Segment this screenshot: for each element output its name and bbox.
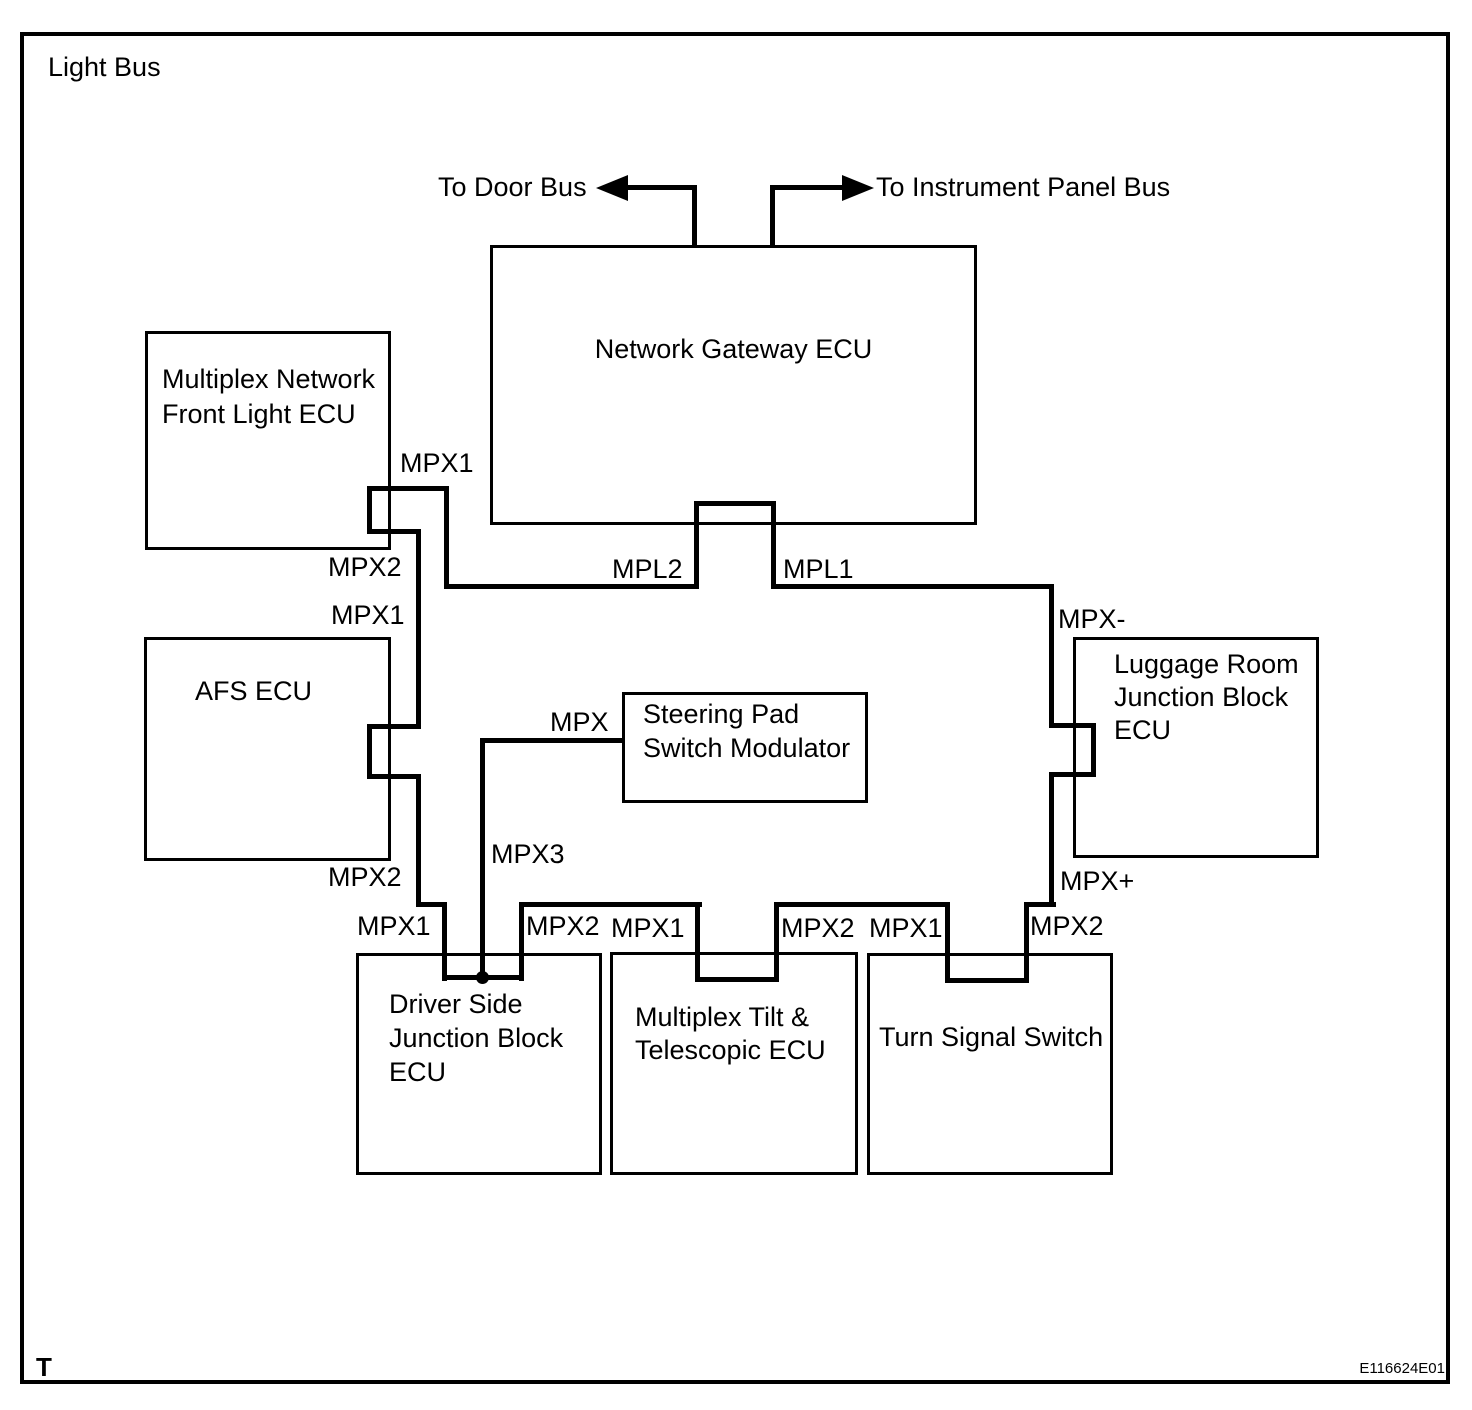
wire-mpl2-bus [444, 584, 699, 589]
wire-jog-left-h [416, 902, 447, 907]
diagram-border [20, 32, 1450, 1384]
wire-mpx2-driver-v [519, 902, 524, 981]
wire-mpl2-drop [694, 501, 699, 589]
wire-mpx1-turn-v [945, 902, 950, 983]
mpx1-tilt-label: MPX1 [611, 913, 685, 943]
box-label-network-gateway: Network Gateway ECU [594, 334, 873, 364]
wire-afs-notch-top [367, 724, 421, 729]
mpx1-turn-label: MPX1 [869, 913, 943, 943]
door-bus-label: To Door Bus [438, 172, 587, 202]
box-tilt-telescopic-ecu: Multiplex Tilt & Telescopic ECU [610, 952, 858, 1175]
box-label-front-light: Multiplex Network Front Light ECU [162, 364, 376, 429]
wire-afs-notch-bottom [367, 774, 421, 779]
wire-luggage-notch-bottom [1049, 772, 1096, 777]
wire-mpx-minus-v [1049, 584, 1054, 728]
mpl1-label: MPL1 [783, 554, 854, 584]
wire-luggage-notch-top [1049, 723, 1096, 728]
mpx-minus-label: MPX- [1058, 604, 1126, 634]
mpx-steering-label: MPX [550, 707, 609, 737]
box-network-gateway-ecu: Network Gateway ECU [490, 245, 977, 525]
wire-afs-notch-left [367, 724, 372, 779]
wire-mpx1-front-h [367, 486, 449, 491]
mpx1-driver-label: MPX1 [357, 911, 431, 941]
box-luggage-room-ecu: Luggage Room Junction Block ECU [1073, 637, 1319, 858]
wire-door-bus-v [692, 185, 697, 248]
box-steering-pad-modulator: Steering Pad Switch Modulator [622, 692, 868, 803]
wire-gateway-notch-top [694, 501, 776, 506]
footer-drawing-code: E116624E01 [1359, 1360, 1445, 1377]
mpx1-afs-label: MPX1 [331, 600, 405, 630]
wire-jog-right-h [1024, 902, 1056, 907]
wire-instrument-bus-h [773, 185, 845, 190]
box-label-tilt-telescopic: Multiplex Tilt & Telescopic ECU [635, 1002, 826, 1065]
box-label-afs: AFS ECU [195, 676, 313, 706]
wire-tilt-internal-h [695, 977, 779, 982]
wire-mpx1-tilt-v [695, 902, 700, 982]
box-label-turn-signal: Turn Signal Switch [879, 1022, 1104, 1052]
wire-frontlight-notch-left [367, 486, 372, 534]
wire-luggage-notch-right [1091, 723, 1096, 777]
box-driver-side-ecu: Driver Side Junction Block ECU [356, 953, 602, 1175]
mpx2-driver-label: MPX2 [526, 911, 600, 941]
box-label-luggage-room: Luggage Room Junction Block ECU [1114, 649, 1299, 745]
mpx-plus-label: MPX+ [1060, 866, 1135, 896]
wire-mpx2-turn-v [1024, 902, 1029, 983]
mpx2-front-label: MPX2 [328, 552, 402, 582]
wire-mpx1-front-v [444, 486, 449, 589]
wire-mpl1-drop [771, 501, 776, 589]
wire-door-bus-h [627, 185, 697, 190]
wire-mpl1-bus [771, 584, 1054, 589]
wire-mpx-steering-h [480, 738, 622, 743]
box-label-steering-pad: Steering Pad Switch Modulator [643, 699, 851, 763]
box-afs-ecu: AFS ECU [144, 637, 391, 861]
footer-reference-letter: T [36, 1352, 52, 1382]
mpx2-turn-label: MPX2 [1030, 911, 1104, 941]
mpl2-label: MPL2 [612, 554, 683, 584]
wire-bus-tilt-turn [774, 902, 950, 907]
junction-dot [476, 971, 489, 984]
wire-bus-driver-tilt [519, 902, 702, 907]
wire-mpx2-afs-v [416, 774, 421, 907]
wire-mpx1-driver-v [442, 902, 447, 981]
arrow-left-icon [596, 175, 628, 201]
wire-mpx-plus-v [1049, 774, 1054, 907]
mpx2-afs-label: MPX2 [328, 862, 402, 892]
instrument-panel-bus-label: To Instrument Panel Bus [876, 172, 1171, 202]
mpx3-label: MPX3 [491, 839, 565, 869]
wire-mpx3-v [480, 738, 485, 978]
box-label-driver-side: Driver Side Junction Block ECU [389, 989, 564, 1087]
wire-mpx2-front-h [367, 529, 421, 534]
page-title: Light Bus [48, 52, 161, 82]
wire-mpx2-tilt-v [774, 902, 779, 982]
mpx2-tilt-label: MPX2 [781, 913, 855, 943]
box-turn-signal-switch: Turn Signal Switch [867, 953, 1113, 1175]
wire-instrument-bus-v [770, 185, 775, 248]
wire-turn-internal-h [945, 978, 1029, 983]
mpx1-front-label: MPX1 [400, 448, 474, 478]
wire-mpx2-front-v [416, 529, 421, 729]
box-front-light-ecu: Multiplex Network Front Light ECU [145, 331, 391, 550]
arrow-right-icon [842, 175, 874, 201]
